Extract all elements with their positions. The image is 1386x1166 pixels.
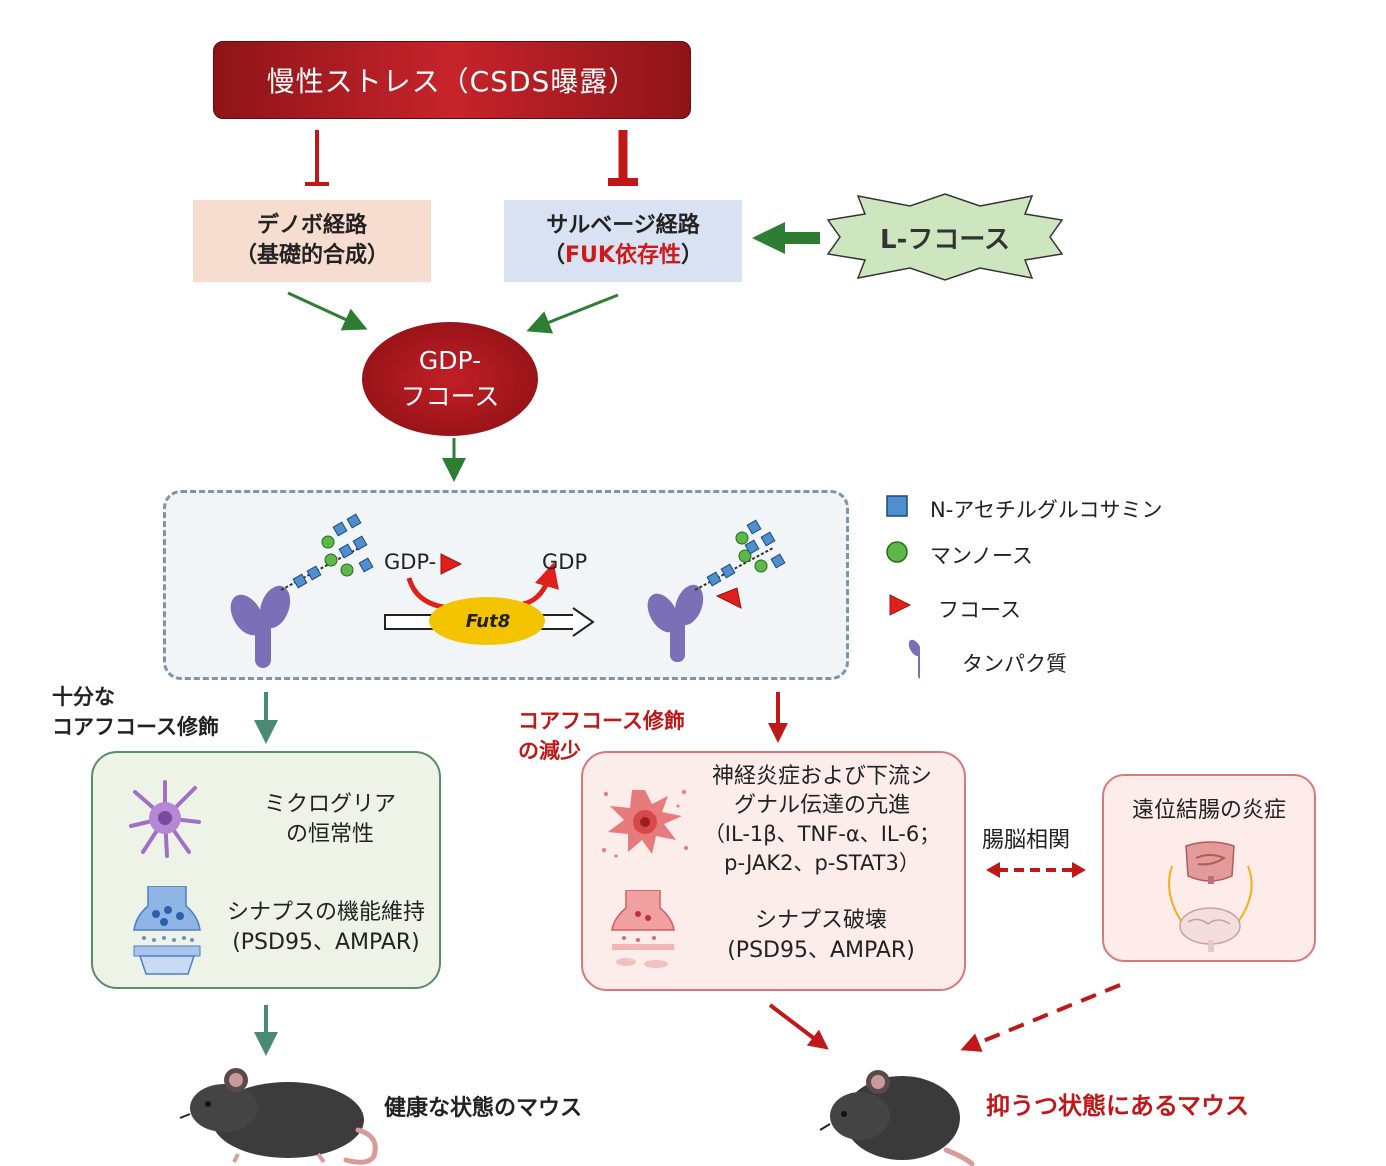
reduced-label-line1: コアフコース修飾: [518, 709, 685, 733]
l-fucose-arrow: [752, 222, 820, 254]
inflam-line2: グナル伝達の亢進: [733, 793, 910, 818]
glcnac-square-icon: [886, 495, 908, 517]
protein-right-icon: [647, 584, 704, 662]
denovo-to-gdp-arrow: [287, 291, 368, 331]
chronic-stress-box: 慢性ストレス（CSDS曝露）: [213, 41, 691, 119]
colitis-label: 遠位結腸の炎症: [1131, 798, 1286, 823]
healthy-mouse-label: 健康な状態のマウス: [384, 1096, 583, 1121]
inflam-line4: p-JAK2、p-STAT3）: [724, 851, 920, 875]
colitis-to-mouse-arrow: [960, 983, 1121, 1052]
gut-brain-axis-label: 腸脳相関: [982, 828, 1071, 853]
gdp-out-curve: [522, 562, 559, 607]
de-novo-title: デノボ経路: [256, 213, 367, 238]
protein-left-icon: [230, 585, 291, 668]
fut8-label: Fut8: [465, 610, 511, 632]
synapse-maintenance-text: シナプスの機能維持 (PSD95、AMPAR): [212, 898, 440, 958]
fucosylation-reaction-panel: [163, 490, 849, 680]
de-novo-subtitle: （基礎的合成）: [234, 243, 389, 268]
disrupted-synapse-icon: [611, 890, 675, 968]
salvage-pathway-box: サルベージ経路 （FUK依存性）: [504, 200, 742, 282]
gut-brain-icon: [1168, 841, 1253, 952]
sufficient-label-line1: 十分な: [52, 685, 115, 709]
brain-icon: [1179, 907, 1241, 952]
microglia-line2: の恒常性: [285, 822, 374, 847]
synapse-maintenance-line1: シナプスの機能維持: [226, 900, 425, 925]
paren-close: ）: [680, 243, 703, 268]
synapse-disruption-line2: (PSD95、AMPAR): [727, 938, 915, 963]
gdp-fucose-line2: フコース: [400, 382, 500, 411]
glycan-left: [280, 513, 374, 591]
de-novo-pathway-box: デノボ経路 （基礎的合成）: [193, 200, 431, 282]
neuroinflammation-text: 神経炎症および下流シ グナル伝達の亢進 （IL-1β、TNF-α、IL-6； p…: [688, 762, 956, 878]
fucose-triangle-icon: [889, 594, 912, 616]
paren-open: （: [543, 243, 566, 268]
salvage-subtitle: （FUK依存性）: [543, 241, 703, 271]
l-fucose-label: L-フコース: [879, 224, 1011, 255]
gdp-fucose-substrate-label: GDP-: [384, 550, 437, 574]
inflam-line1: 神経炎症および下流シ: [711, 764, 932, 789]
synapse-disruption-text: シナプス破壊 (PSD95、AMPAR): [690, 906, 952, 966]
microglia-icon: [129, 780, 201, 858]
fuk-dependent-label: FUK依存性: [565, 243, 681, 268]
gdp-fucose-triangle: [440, 553, 463, 575]
synapse-disruption-line1: シナプス破壊: [754, 908, 887, 933]
fut8-enzyme: [429, 597, 545, 645]
salvage-to-gdp-arrow: [526, 293, 619, 334]
legend-mannose-label: マンノース: [930, 544, 1033, 568]
core-fucose-triangle: [715, 587, 742, 609]
legend-protein-label: タンパク質: [962, 652, 1067, 676]
inflam-line3: （IL-1β、TNF-α、IL-6；: [703, 822, 941, 846]
gdp-fucose-node: GDP- フコース: [362, 322, 538, 436]
synapse-maintenance-line2: (PSD95、AMPAR): [232, 930, 420, 955]
healthy-synapse-icon: [133, 886, 201, 975]
salvage-title: サルベージ経路: [546, 213, 700, 238]
reaction-graphics: [230, 513, 786, 668]
gdp-product-label: GDP: [542, 550, 588, 574]
l-fucose-star: L-フコース: [820, 192, 1070, 282]
sufficient-fucosylation-label: 十分な コアフコース修飾: [52, 682, 219, 742]
sufficient-label-line2: コアフコース修飾: [52, 715, 219, 739]
intestine-icon: [1185, 841, 1235, 884]
depressed-mouse-label: 抑うつ状態にあるマウス: [986, 1092, 1250, 1120]
legend-glcnac-label: N-アセチルグルコサミン: [930, 498, 1163, 522]
inhibit-salvage-arrow: [608, 130, 638, 186]
microglia-homeostasis-text: ミクログリア の恒常性: [225, 790, 435, 850]
protein-legend-icon: [908, 639, 920, 679]
chronic-stress-label: 慢性ストレス（CSDS曝露）: [266, 65, 638, 98]
inflamed-microglia-icon: [602, 790, 688, 858]
inhibit-denovo-arrow: [305, 130, 329, 186]
depressed-mouse-icon: [819, 1070, 975, 1166]
gdp-fucose-line1: GDP-: [418, 346, 482, 375]
microglia-line1: ミクログリア: [263, 792, 396, 817]
gut-brain-double-arrow: [986, 862, 1086, 878]
healthy-mouse-icon: [179, 1068, 378, 1165]
legend-fucose-label: フコース: [938, 598, 1021, 622]
reduced-label-line2: の減少: [518, 739, 581, 763]
depressed-to-mouse-arrow: [768, 1003, 829, 1050]
legend-icons: [886, 495, 920, 679]
reduced-fucosylation-label: コアフコース修飾 の減少: [518, 706, 685, 766]
glycan-right: [694, 519, 786, 609]
mannose-circle-icon: [886, 541, 908, 563]
